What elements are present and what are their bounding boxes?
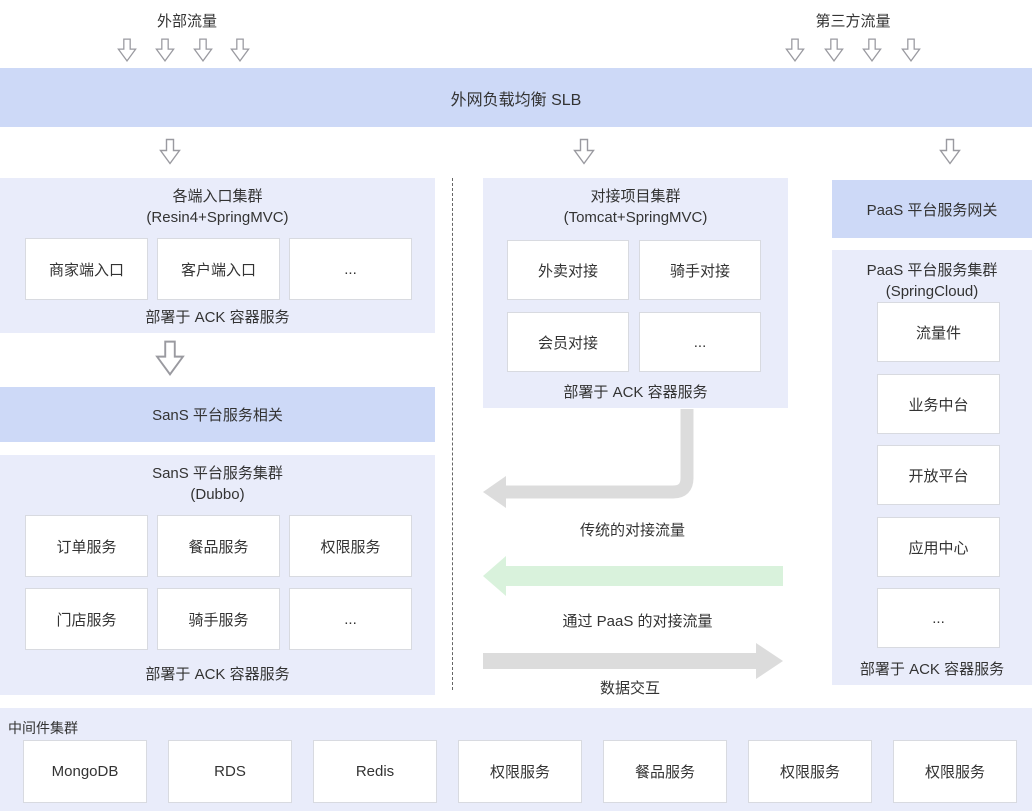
down-arrow-icon [785, 38, 805, 62]
paas-flow-label: 通过 PaaS 的对接流量 [562, 613, 713, 630]
sans-cluster-caption: 部署于 ACK 容器服务 [145, 666, 290, 683]
down-arrow-icon [155, 340, 185, 376]
entry-cluster-subtitle: (Resin4+SpringMVC) [146, 209, 289, 226]
paas-gateway-banner-label: PaaS 平台服务网关 [866, 201, 998, 219]
service-box: 餐品服务 [157, 515, 280, 577]
middleware-box: RDS [168, 740, 292, 803]
down-arrow-icon [117, 38, 137, 62]
service-box: 开放平台 [877, 445, 1000, 505]
slb-banner-label: 外网负载均衡 SLB [450, 91, 582, 109]
paas-cluster-title: PaaS 平台服务集群 (SpringCloud) [832, 260, 1032, 302]
middleware-box: 权限服务 [458, 740, 582, 803]
service-box: ... [877, 588, 1000, 648]
middleware-box: 权限服务 [748, 740, 872, 803]
sans-cluster-panel: SanS 平台服务集群 (Dubbo) 订单服务 餐品服务 权限服务 门店服务 … [0, 455, 435, 695]
integration-cluster-caption: 部署于 ACK 容器服务 [563, 384, 708, 401]
down-arrow-icon [862, 38, 882, 62]
paas-cluster-caption: 部署于 ACK 容器服务 [859, 661, 1005, 678]
middleware-box: 权限服务 [893, 740, 1017, 803]
service-box: 门店服务 [25, 588, 148, 650]
external-traffic-label: 外部流量 [156, 13, 217, 30]
data-exchange-arrow [483, 643, 783, 679]
service-box: 订单服务 [25, 515, 148, 577]
entry-cluster-title: 各端入口集群 (Resin4+SpringMVC) [0, 186, 435, 228]
down-arrow-icon [159, 138, 181, 165]
sans-cluster-title-line: SanS 平台服务集群 [152, 465, 283, 482]
service-box: 流量件 [877, 302, 1000, 362]
paas-cluster-title-line: PaaS 平台服务集群 [866, 262, 998, 279]
sans-banner: SanS 平台服务相关 [0, 387, 435, 442]
paas-cluster-panel: PaaS 平台服务集群 (SpringCloud) 流量件 业务中台 开放平台 … [832, 250, 1032, 685]
service-box: 应用中心 [877, 517, 1000, 577]
service-box: 权限服务 [289, 515, 412, 577]
integration-cluster-title: 对接项目集群 (Tomcat+SpringMVC) [483, 186, 788, 228]
service-box: ... [639, 312, 761, 372]
middleware-box: 餐品服务 [603, 740, 727, 803]
integration-cluster-title-line: 对接项目集群 [590, 188, 681, 205]
service-box: 骑手服务 [157, 588, 280, 650]
down-arrow-icon [230, 38, 250, 62]
service-box: 业务中台 [877, 374, 1000, 434]
down-arrow-icon [824, 38, 844, 62]
entry-cluster-panel: 各端入口集群 (Resin4+SpringMVC) 商家端入口 客户端入口 ..… [0, 178, 435, 333]
middleware-band-title: 中间件集群 [8, 720, 78, 736]
service-box: 外卖对接 [507, 240, 629, 300]
entry-cluster-title-line: 各端入口集群 [172, 188, 263, 205]
legacy-flow-elbow-arrow [483, 409, 694, 508]
paas-gateway-banner: PaaS 平台服务网关 [832, 180, 1032, 238]
legacy-flow-label: 传统的对接流量 [579, 522, 685, 539]
down-arrow-icon [901, 38, 921, 62]
sans-banner-label: SanS 平台服务相关 [152, 407, 283, 424]
service-box: 客户端入口 [157, 238, 280, 300]
sans-cluster-subtitle: (Dubbo) [190, 486, 245, 503]
integration-cluster-panel: 对接项目集群 (Tomcat+SpringMVC) 外卖对接 骑手对接 会员对接… [483, 178, 788, 408]
service-box: ... [289, 588, 412, 650]
sans-cluster-title: SanS 平台服务集群 (Dubbo) [0, 463, 435, 505]
entry-cluster-caption: 部署于 ACK 容器服务 [145, 309, 290, 326]
data-exchange-label: 数据交互 [599, 680, 660, 697]
middleware-box: MongoDB [23, 740, 147, 803]
dashed-divider [452, 178, 453, 690]
service-box: 骑手对接 [639, 240, 761, 300]
down-arrow-icon [193, 38, 213, 62]
slb-banner: 外网负载均衡 SLB [0, 68, 1032, 127]
down-arrow-icon [939, 138, 961, 165]
middleware-box: Redis [313, 740, 437, 803]
down-arrow-icon [155, 38, 175, 62]
middleware-band: 中间件集群 MongoDB RDS Redis 权限服务 餐品服务 权限服务 权… [0, 708, 1032, 811]
paas-flow-arrow [483, 556, 783, 596]
third-party-traffic-label: 第三方流量 [815, 13, 891, 30]
service-box: 商家端入口 [25, 238, 148, 300]
service-box: 会员对接 [507, 312, 629, 372]
down-arrow-icon [573, 138, 595, 165]
service-box: ... [289, 238, 412, 300]
paas-cluster-subtitle: (SpringCloud) [885, 283, 979, 300]
integration-cluster-subtitle: (Tomcat+SpringMVC) [563, 209, 708, 226]
